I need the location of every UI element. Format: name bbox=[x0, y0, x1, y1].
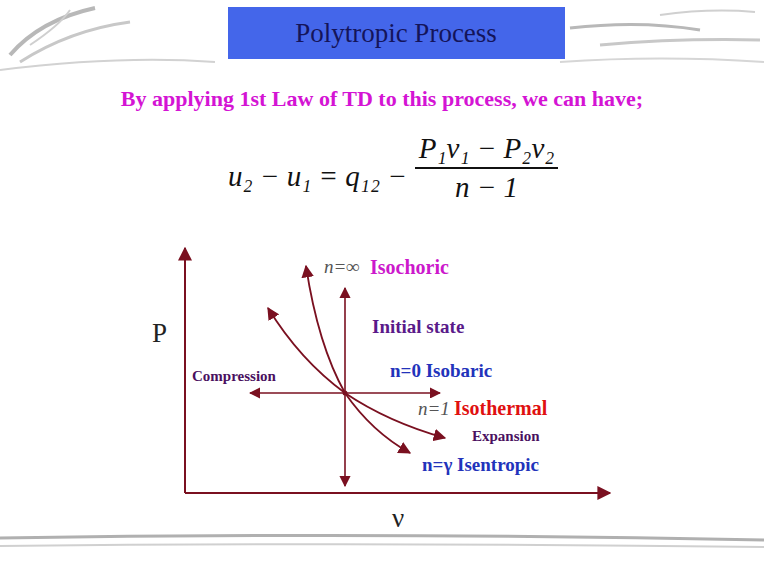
intro-sentence: By applying 1st Law of TD to this proces… bbox=[121, 86, 643, 111]
direction-label: Expansion bbox=[470, 428, 542, 445]
axis-label: ν bbox=[390, 503, 406, 534]
title-banner: Polytropic Process bbox=[228, 7, 565, 59]
isothermal-compression-curve bbox=[268, 308, 345, 393]
isentropic-expansion-curve bbox=[345, 393, 410, 453]
initial-state-point bbox=[343, 391, 348, 396]
isentropic-compression-curve bbox=[306, 266, 345, 393]
fraction-numerator: P₁ν₁ − P₂ν₂ bbox=[419, 132, 555, 165]
brush-stroke bbox=[30, 10, 70, 45]
process-name: Isothermal bbox=[452, 397, 549, 420]
isobaric-line bbox=[250, 392, 345, 394]
v-axis bbox=[185, 492, 610, 494]
isochoric-line bbox=[344, 288, 346, 393]
fraction-denominator: n − 1 bbox=[455, 171, 518, 204]
bottom-rule bbox=[0, 544, 764, 547]
brush-stroke bbox=[660, 11, 755, 15]
brush-stroke bbox=[570, 24, 700, 30]
p-axis bbox=[184, 248, 186, 493]
process-label: n=γ Isentropic bbox=[420, 454, 541, 476]
exponent-label: n=1 bbox=[416, 398, 452, 420]
axis-label: P bbox=[150, 318, 169, 349]
brush-stroke bbox=[20, 22, 130, 62]
title-text: Polytropic Process bbox=[228, 17, 565, 49]
state-label: Initial state bbox=[370, 316, 466, 338]
brush-stroke bbox=[560, 59, 764, 63]
isobaric-line bbox=[345, 392, 440, 394]
exponent-label: n=∞ bbox=[322, 256, 362, 278]
process-name: Isochoric bbox=[368, 256, 451, 279]
process-label: n=0 Isobaric bbox=[388, 360, 494, 382]
equation-left: u₂ − u₁ = q₁₂ − bbox=[228, 160, 407, 193]
fraction-bar bbox=[415, 167, 559, 169]
bottom-rule bbox=[0, 535, 764, 540]
isochoric-line bbox=[344, 393, 346, 486]
brush-stroke bbox=[0, 60, 215, 70]
direction-label: Compression bbox=[190, 368, 278, 385]
brush-stroke bbox=[600, 40, 760, 45]
